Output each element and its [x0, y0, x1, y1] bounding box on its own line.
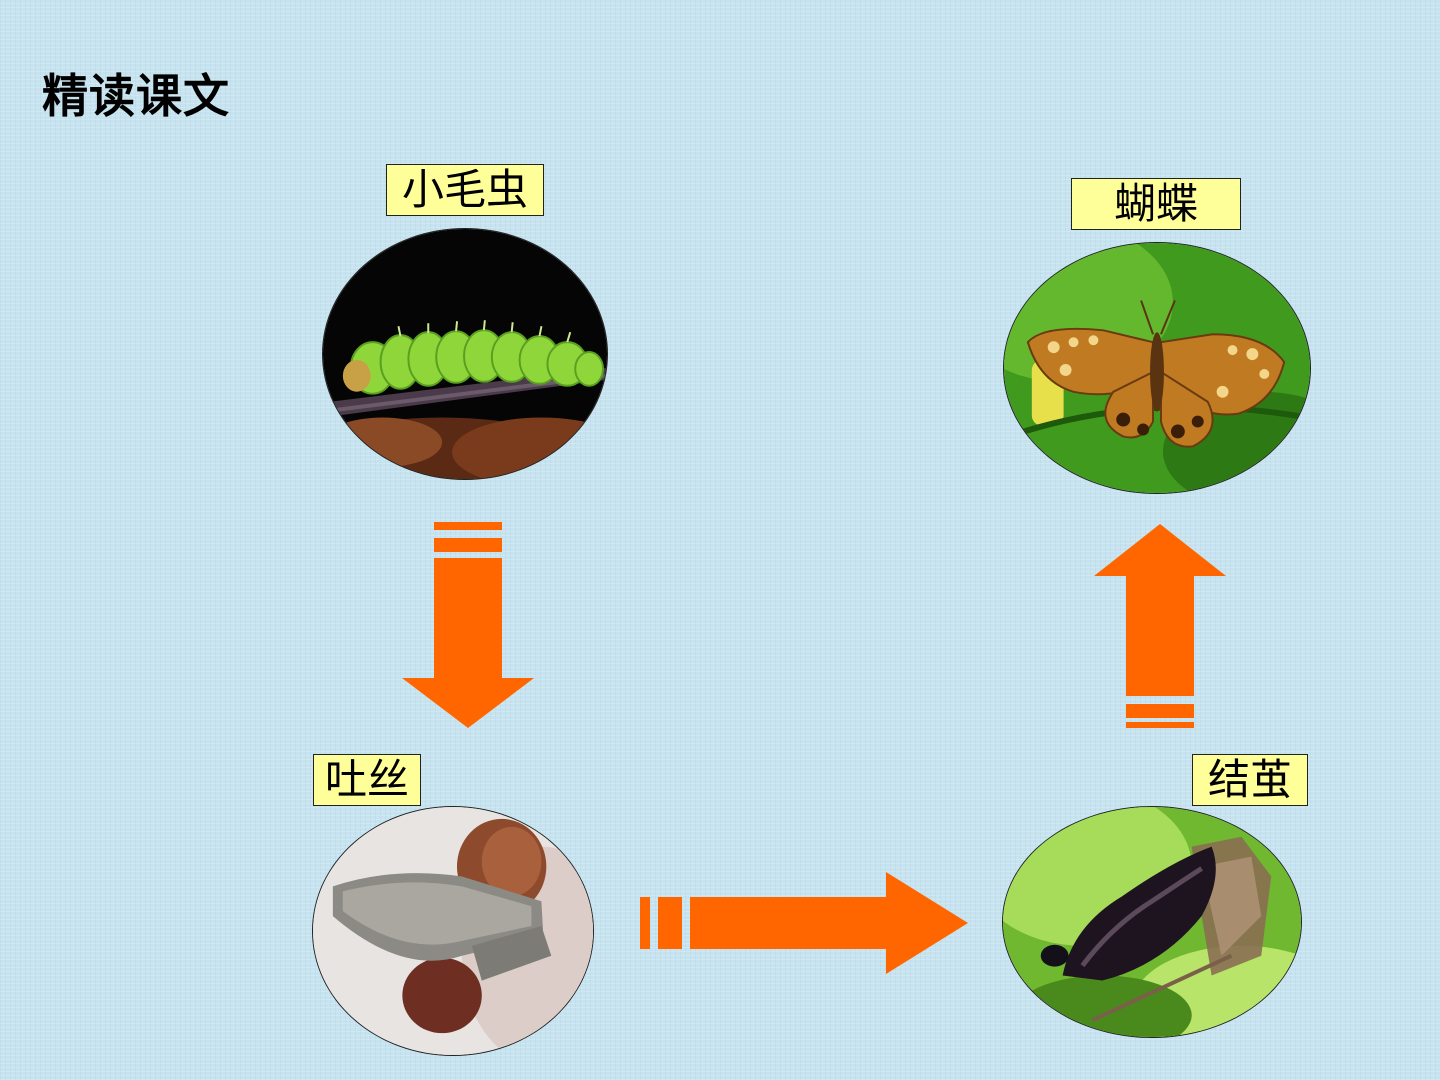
stage-label-cocoon: 结茧 — [1192, 754, 1308, 806]
arrow-up — [1092, 522, 1228, 730]
stage-label-caterpillar: 小毛虫 — [386, 164, 544, 216]
page-title: 精读课文 — [42, 69, 230, 123]
stage-label-spinning: 吐丝 — [313, 754, 421, 806]
spinning-image — [312, 806, 594, 1056]
cocoon-image — [1002, 806, 1302, 1038]
arrow-down — [400, 520, 536, 730]
stage-label-butterfly: 蝴蝶 — [1071, 178, 1241, 230]
caterpillar-image — [322, 228, 608, 480]
butterfly-image — [1003, 242, 1311, 494]
arrow-right — [638, 870, 972, 976]
